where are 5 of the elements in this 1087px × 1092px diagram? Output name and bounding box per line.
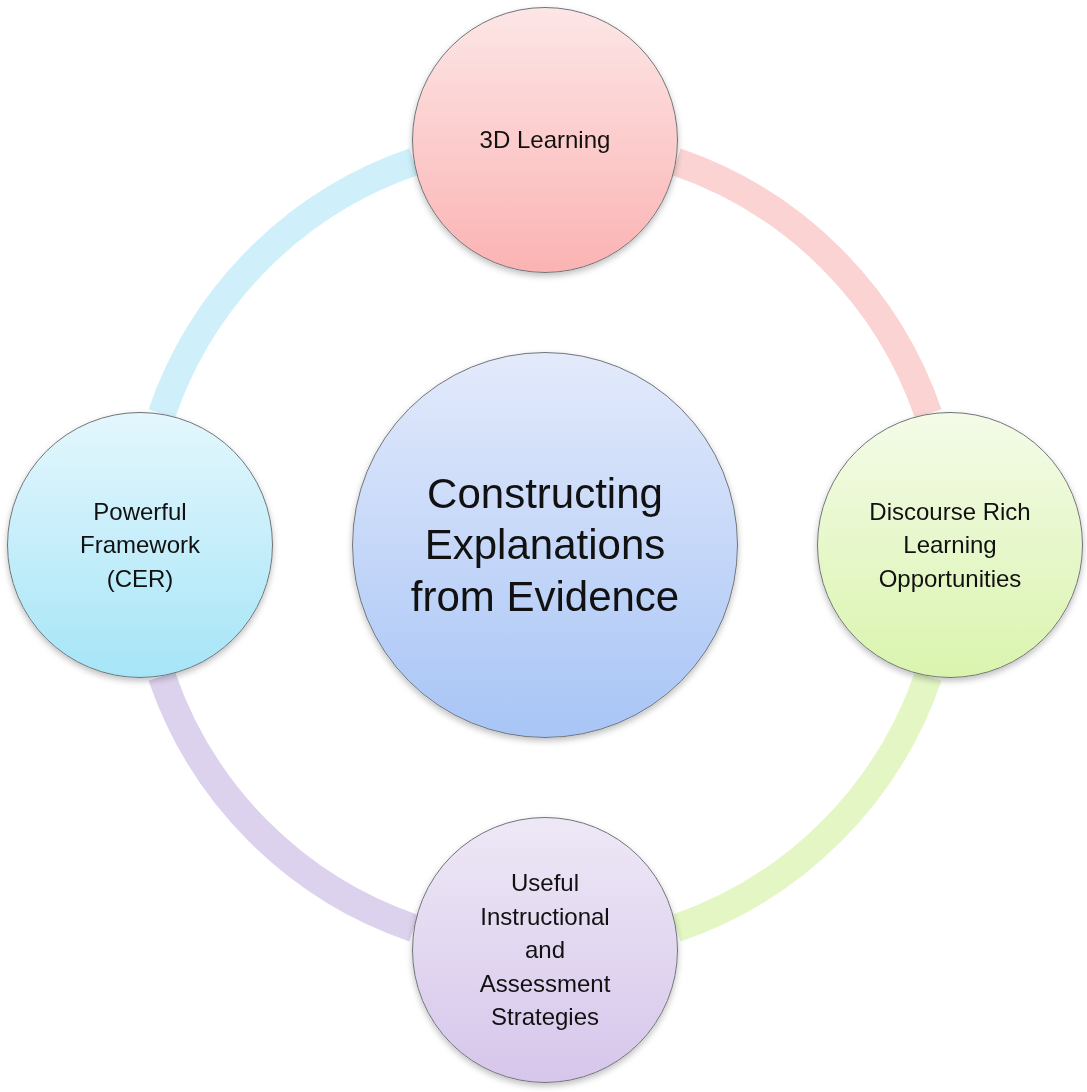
node-label: Discourse Rich Learning Opportunities [868,496,1032,594]
node-label: Constructing Explanations from Evidence [409,469,681,622]
node-label: 3D Learning [478,125,612,156]
node-label: Useful Instructional and Assessment Strategies [478,868,612,1033]
node-label: Powerful Framework (CER) [79,496,201,594]
